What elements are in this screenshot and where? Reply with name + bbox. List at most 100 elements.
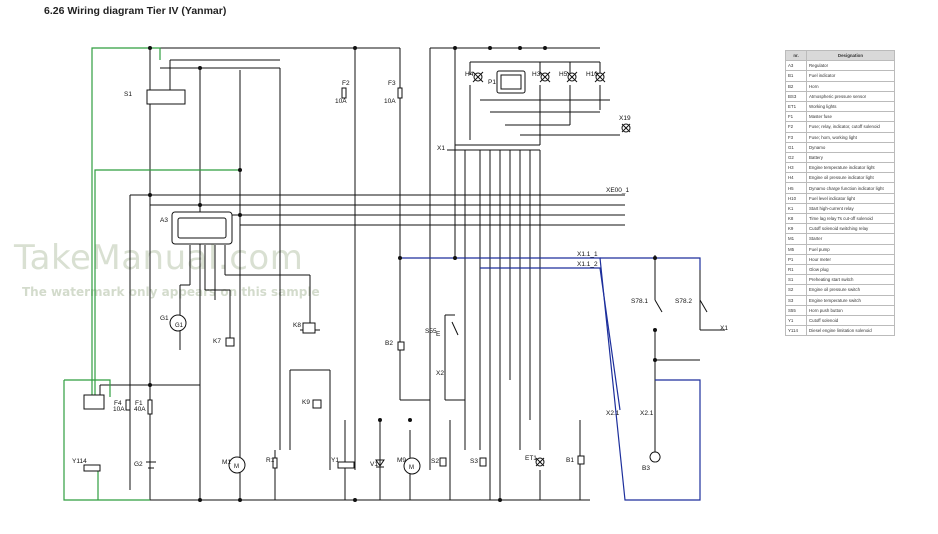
legend-code: Y1: [785, 314, 807, 327]
fuel-sensor-b3: [649, 451, 661, 463]
label-f1-rating: 40A: [134, 406, 146, 413]
label-x11-1: X1.1_1: [577, 251, 598, 258]
legend-header-designation: Designation: [806, 49, 895, 62]
label-x1-right: X1: [720, 325, 728, 332]
ground-wire: [63, 47, 240, 501]
legend-code: ET1: [785, 100, 807, 113]
legend-code: H4: [785, 172, 807, 184]
legend-designation: Glow plug: [806, 263, 895, 276]
label-k7: K7: [213, 338, 221, 345]
legend-designation: Cutoff solenoid switching relay: [806, 223, 895, 235]
legend-code: F1: [785, 111, 807, 123]
label-f4: F4: [114, 400, 122, 407]
legend-code: K9: [785, 223, 807, 235]
legend-code: M1: [785, 233, 807, 245]
legend-designation: Horn push button: [806, 304, 895, 316]
fuel-sensor-b1: [577, 455, 585, 465]
solenoid-y114: [83, 464, 101, 472]
legend-designation: Start high-current relay: [806, 202, 895, 215]
fuse-f4: [125, 399, 131, 411]
label-s78-2: S78.2: [675, 298, 692, 305]
legend-designation: Fuel pump: [806, 243, 895, 255]
legend-code: F3: [785, 131, 807, 143]
legend-code: S1: [785, 274, 807, 286]
label-f2-rating: 10A: [335, 98, 347, 105]
fuel-pump-m9: [403, 457, 421, 475]
label-s1: S1: [124, 91, 132, 98]
legend-code: F2: [785, 121, 807, 133]
label-x11-2: X1.1_2: [577, 261, 598, 268]
legend-designation: Fuel level indicator light: [806, 192, 895, 204]
label-g1: G1: [160, 315, 169, 322]
starter-m1: [228, 456, 246, 474]
legend-designation: Regulator: [806, 60, 895, 72]
watermark-text: TakeManual.com: [14, 238, 304, 278]
label-f4-rating: 10A: [113, 406, 125, 413]
label-p1: P1: [488, 79, 496, 86]
legend-code: S55: [785, 304, 807, 316]
cutoff-solenoid-y1: [337, 461, 355, 469]
legend-designation: Preheating start switch: [806, 274, 895, 286]
fuse-f1: [147, 399, 153, 415]
legend-code: A3: [785, 60, 807, 72]
label-m9: M9: [397, 457, 406, 464]
legend-code: H5: [785, 182, 807, 194]
switch-s1: [146, 89, 186, 105]
legend-code: S3: [785, 294, 807, 306]
legend-designation: Working lights: [806, 100, 895, 113]
legend-designation: Engine oil pressure indicator light: [806, 172, 895, 184]
legend-code: M5: [785, 243, 807, 255]
sensor-s3: [479, 457, 487, 467]
horn-b2: [397, 341, 405, 351]
fuse-f3: [397, 87, 403, 99]
legend-code: S2: [785, 284, 807, 296]
fuel-pump-m9-symbol: M: [409, 465, 414, 471]
legend-designation: Engine temperature switch: [806, 294, 895, 306]
label-x2-1b: X2.1: [640, 410, 654, 417]
label-s2: S2: [431, 458, 439, 465]
sensor-s2: [439, 457, 447, 467]
ignition-wire: [400, 257, 701, 501]
legend-designation: Hour meter: [806, 253, 895, 265]
legend-designation: Battery: [806, 151, 895, 164]
label-y1: Y1: [331, 457, 339, 464]
legend-designation: Fuel indicator: [806, 70, 895, 82]
label-g2: G2: [134, 461, 143, 468]
label-f2: F2: [342, 80, 350, 87]
label-f3-rating: 10A: [384, 98, 396, 105]
label-a3: A3: [160, 217, 168, 224]
label-b1: B1: [566, 457, 574, 464]
legend-code: B1: [785, 70, 807, 82]
legend-code: BS3: [785, 90, 807, 102]
legend-header-nr: nr.: [785, 49, 807, 62]
label-s55: S55: [425, 328, 437, 335]
wiring-diagram: S1 A3 G1 G1 K7 K8 K9 F4 10A F1 40A F2 10…: [63, 46, 728, 502]
label-y114: Y114: [72, 458, 87, 465]
legend-code: K1: [785, 202, 807, 215]
legend-designation: Fuse; relay, indicator, cutoff solenoid: [806, 121, 895, 133]
legend-code: H3: [785, 162, 807, 174]
